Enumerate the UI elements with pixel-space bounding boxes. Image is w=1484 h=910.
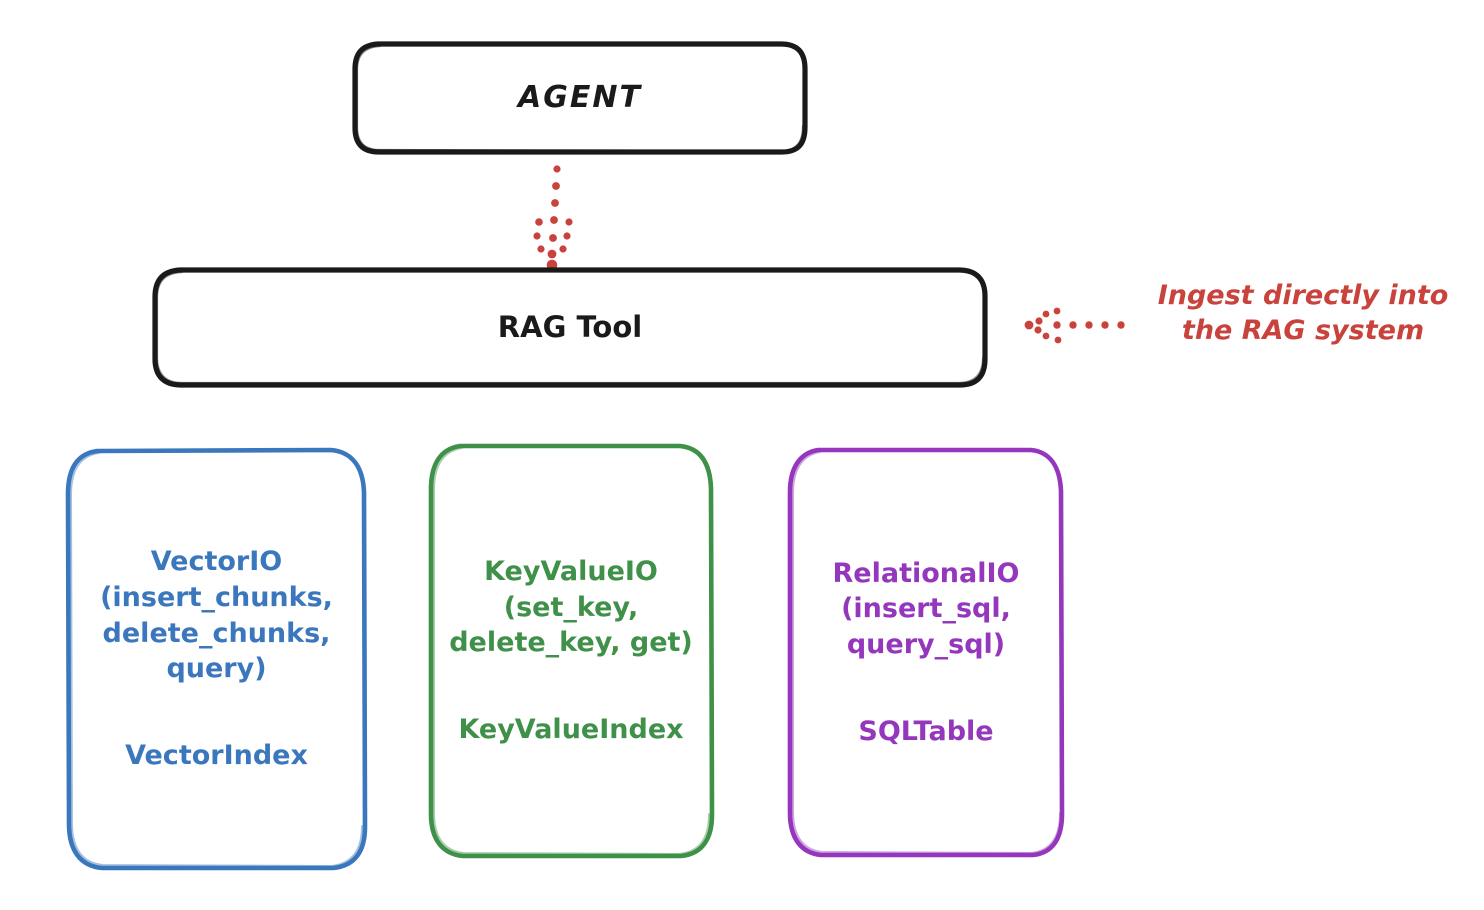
keyvalue-store-index-text: KeyValueIndex (458, 714, 684, 746)
rag-tool-node-label: RAG Tool (497, 310, 643, 345)
vector-store-index-text: VectorIndex (125, 740, 308, 772)
vector-store-api-text: VectorIO (insert_chunks, delete_chunks, … (100, 546, 333, 685)
relational-store-node-label: RelationalIO (insert_sql, query_sql) SQL… (790, 450, 1062, 855)
keyvalue-store-api-text: KeyValueIO (set_key, delete_key, get) (449, 556, 693, 659)
agent-to-rag-arrow (533, 165, 573, 271)
agent-node-label: AGENT (518, 80, 642, 116)
relational-store-api-text: RelationalIO (insert_sql, query_sql) (832, 557, 1020, 660)
ingest-annotation-text: Ingest directly into the RAG system (1157, 280, 1449, 347)
keyvalue-store-node-label: KeyValueIO (set_key, delete_key, get) Ke… (430, 446, 712, 856)
relational-store-index-text: SQLTable (858, 715, 994, 747)
ingest-to-rag-arrow (1024, 307, 1125, 344)
vector-store-node-label: VectorIO (insert_chunks, delete_chunks, … (68, 450, 365, 868)
